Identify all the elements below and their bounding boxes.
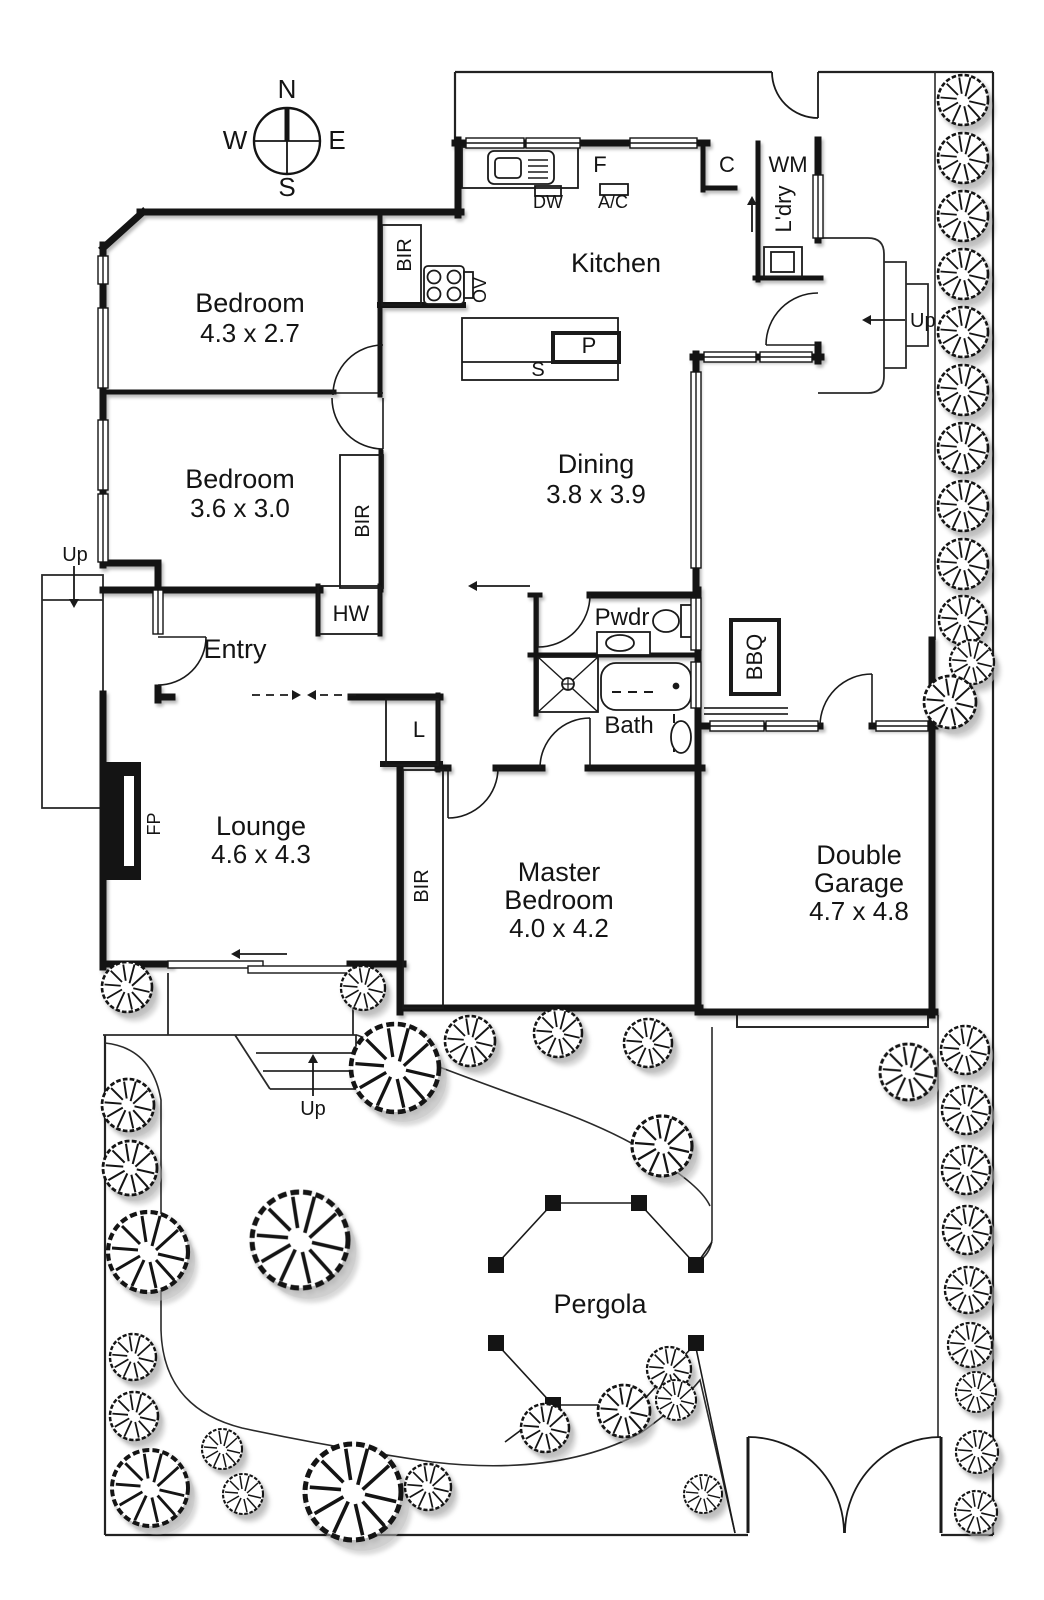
window — [97, 137, 929, 732]
compass-s: S — [278, 172, 295, 202]
property-boundary — [103, 70, 995, 1537]
door-garage — [819, 673, 873, 727]
label-master-1: Master — [518, 857, 601, 887]
fireplace — [101, 762, 141, 880]
door-master — [447, 767, 499, 819]
toilet-pwdr — [652, 609, 680, 633]
door-bedroom2 — [331, 397, 384, 450]
toilet-bath — [670, 720, 692, 754]
label-dining: Dining — [558, 449, 635, 479]
compass-e: E — [328, 125, 345, 155]
windows — [97, 137, 929, 974]
label-bath: Bath — [604, 712, 653, 739]
bbq — [729, 618, 781, 696]
label-oven: OV — [470, 277, 490, 303]
door-bath — [539, 717, 591, 769]
bir-closet-master — [402, 769, 444, 1009]
label-kitchen: Kitchen — [571, 248, 661, 278]
label-master-dims: 4.0 x 4.2 — [509, 913, 609, 943]
sliding-door — [167, 960, 354, 974]
label-entry: Entry — [203, 634, 267, 664]
label-pantry: P — [582, 333, 597, 358]
label-lounge: Lounge — [216, 811, 306, 841]
label-servery: S — [531, 359, 544, 381]
label-master-2: Bedroom — [504, 885, 614, 915]
label-laundry: L'dry — [771, 186, 796, 233]
label-dining-dims: 3.8 x 3.9 — [546, 479, 646, 509]
compass-n: N — [278, 74, 297, 104]
label-bbq: BBQ — [742, 634, 767, 680]
hot-water-unit — [317, 585, 381, 635]
label-up-porch: Up — [62, 544, 88, 566]
driveway-gates — [746, 71, 943, 1534]
label-garage-1: Double — [816, 840, 902, 870]
label-garage-dims: 4.7 x 4.8 — [809, 896, 909, 926]
label-ac: A/C — [598, 192, 628, 212]
label-fridge: F — [593, 152, 606, 177]
compass-w: W — [223, 125, 248, 155]
label-cupboard: C — [719, 152, 735, 177]
arrows — [69, 196, 905, 1096]
label-hw: HW — [333, 601, 370, 626]
label-bir-master: BIR — [411, 869, 433, 902]
dishwasher — [534, 185, 562, 197]
label-bir-bed1: BIR — [394, 238, 416, 271]
label-pergola: Pergola — [553, 1289, 647, 1319]
label-linen: L — [413, 717, 425, 742]
ac-unit — [599, 183, 629, 196]
feature-labels: C WM F DW A/C S P HW L BIR BIR BIR OV FP… — [62, 152, 935, 1120]
label-up-steps: Up — [300, 1098, 326, 1120]
label-dw: DW — [533, 192, 563, 212]
label-bir-bed2: BIR — [352, 504, 374, 537]
bir-closet-bed1 — [381, 224, 422, 306]
label-bedroom1: Bedroom — [195, 288, 305, 318]
label-pwdr: Pwdr — [595, 604, 650, 631]
label-bedroom2: Bedroom — [185, 464, 295, 494]
fixtures — [101, 150, 694, 880]
label-lounge-dims: 4.6 x 4.3 — [211, 839, 311, 869]
door-pwdr — [537, 594, 591, 648]
label-bedroom1-dims: 4.3 x 2.7 — [200, 318, 300, 348]
bir-closet-bed2 — [339, 454, 384, 589]
label-up-deck: Up — [910, 310, 936, 332]
label-garage-2: Garage — [814, 868, 904, 898]
label-bedroom2-dims: 3.6 x 3.0 — [190, 493, 290, 523]
pantry — [551, 331, 621, 364]
door-laundry — [765, 292, 819, 346]
linen-closet — [385, 698, 439, 766]
label-wm: WM — [768, 152, 807, 177]
compass: N S W E — [223, 74, 346, 202]
doors — [157, 292, 873, 819]
label-fp: FP — [144, 812, 164, 835]
laundry-trough — [763, 246, 803, 278]
door-bedroom1 — [332, 344, 384, 396]
door-entry — [157, 636, 207, 686]
joinery — [317, 146, 803, 1009]
room-labels: Bedroom 4.3 x 2.7 Bedroom 3.6 x 3.0 Kitc… — [185, 248, 909, 1319]
